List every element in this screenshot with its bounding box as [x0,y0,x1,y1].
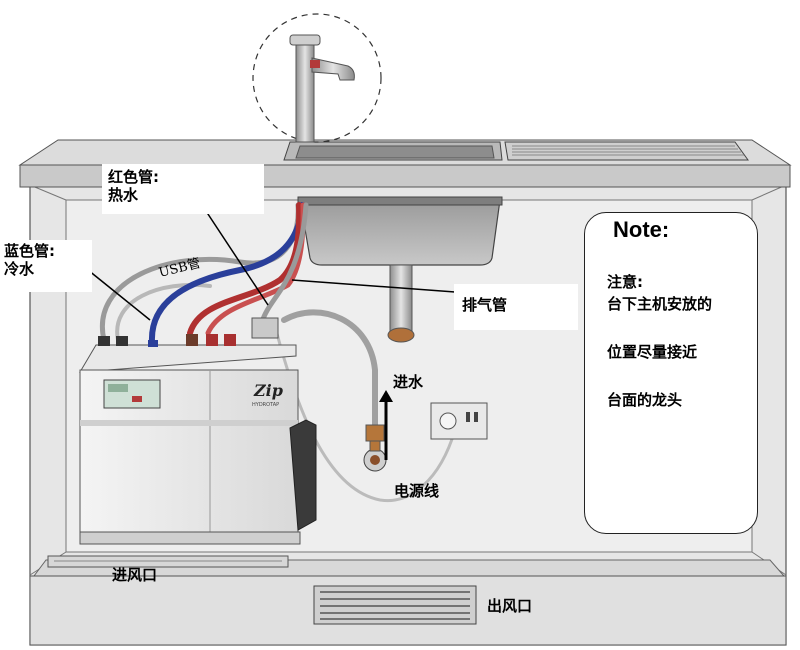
water-in-label: 进水 [393,373,424,391]
brand-model: HYDROTAP [252,402,279,408]
blue-pipe-label-line1: 蓝色管: [4,242,55,260]
air-inlet-grille [47,555,289,568]
leader-lines [87,204,456,321]
note-line-4: 台面的龙头 [607,391,683,409]
power-cord-label: 电源线 [394,482,440,500]
air-inlet-label: 进风口 [112,566,158,584]
red-pipe-label: 红色管: 热水 [102,164,264,214]
blue-pipe-label-line2: 冷水 [4,260,35,278]
zip-unit [79,317,317,545]
note-card: Note: 注意: 台下主机安放的 位置尽量接近 台面的龙头 [584,212,758,534]
red-pipe-label-line2: 热水 [108,186,139,204]
power-outlet [430,402,488,440]
blue-pipe-label: 蓝色管: 冷水 [0,240,92,292]
water-in-arrow [379,390,393,460]
note-line-2: 台下主机安放的 [607,295,713,313]
air-outlet-label: 出风口 [487,597,533,615]
water-inlet-valve [363,424,387,472]
brand-logo: Zip [253,381,283,400]
vent-pipe-label: 排气管 [454,284,578,330]
pipes [99,202,457,503]
note-title: Note: [613,217,670,242]
sink [283,141,749,343]
faucet [252,13,382,143]
air-outlet-vent [313,585,477,625]
red-pipe-label-line1: 红色管: [108,168,159,186]
note-line-1: 注意: [607,273,643,291]
note-line-3: 位置尽量接近 [607,343,698,361]
